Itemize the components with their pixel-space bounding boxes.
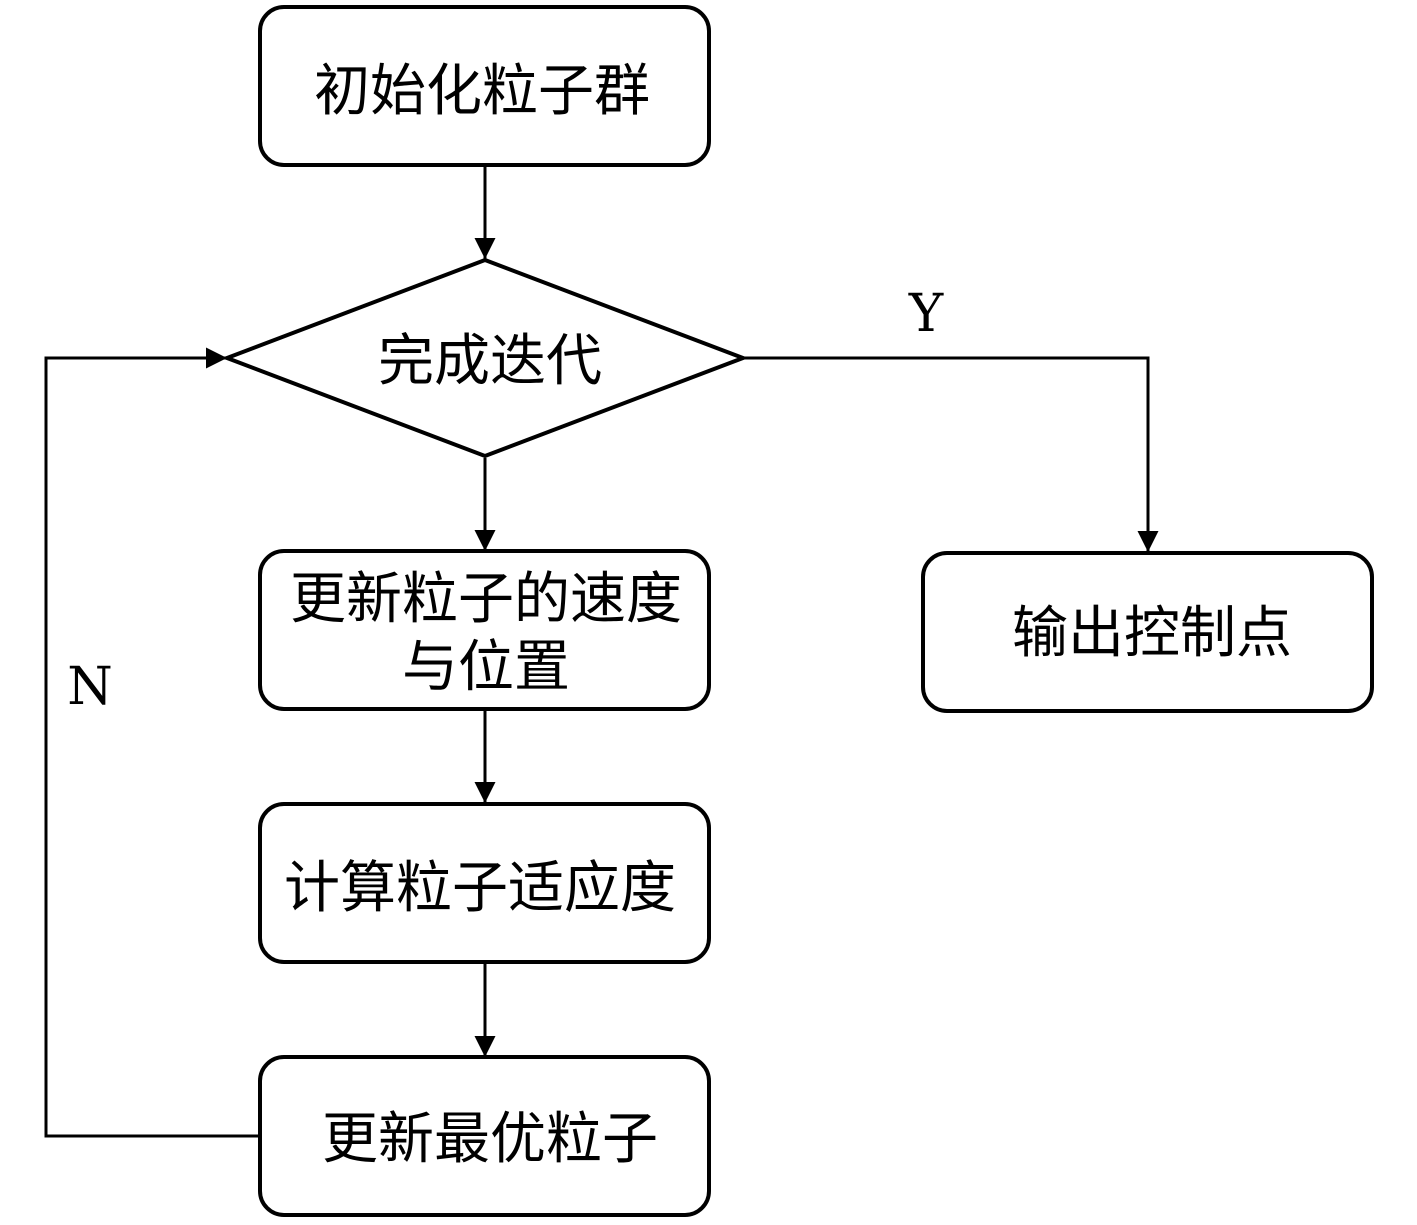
update-velocity-box xyxy=(258,549,711,711)
fitness-label: 计算粒子适应度 xyxy=(284,856,676,921)
decision-diamond xyxy=(221,257,749,459)
update-best-box xyxy=(258,1055,711,1217)
yes-branch-label: Y xyxy=(908,284,944,344)
update-best-label: 更新最优粒子 xyxy=(322,1107,658,1172)
no-branch-label: N xyxy=(67,657,113,717)
output-box xyxy=(921,551,1374,713)
update-velocity-label-line2: 与位置 xyxy=(402,635,570,700)
decision-label: 完成迭代 xyxy=(378,329,602,394)
init-label: 初始化粒子群 xyxy=(314,59,650,124)
arrow-update-best-no-loop-to-decision xyxy=(44,347,260,1138)
output-label: 输出控制点 xyxy=(1012,601,1292,666)
connectors xyxy=(44,166,1159,1138)
arrow-decision-yes-to-output xyxy=(743,356,1159,552)
init-box xyxy=(258,5,711,167)
fitness-box xyxy=(258,802,711,964)
update-velocity-label-line1: 更新粒子的速度 xyxy=(290,567,682,632)
